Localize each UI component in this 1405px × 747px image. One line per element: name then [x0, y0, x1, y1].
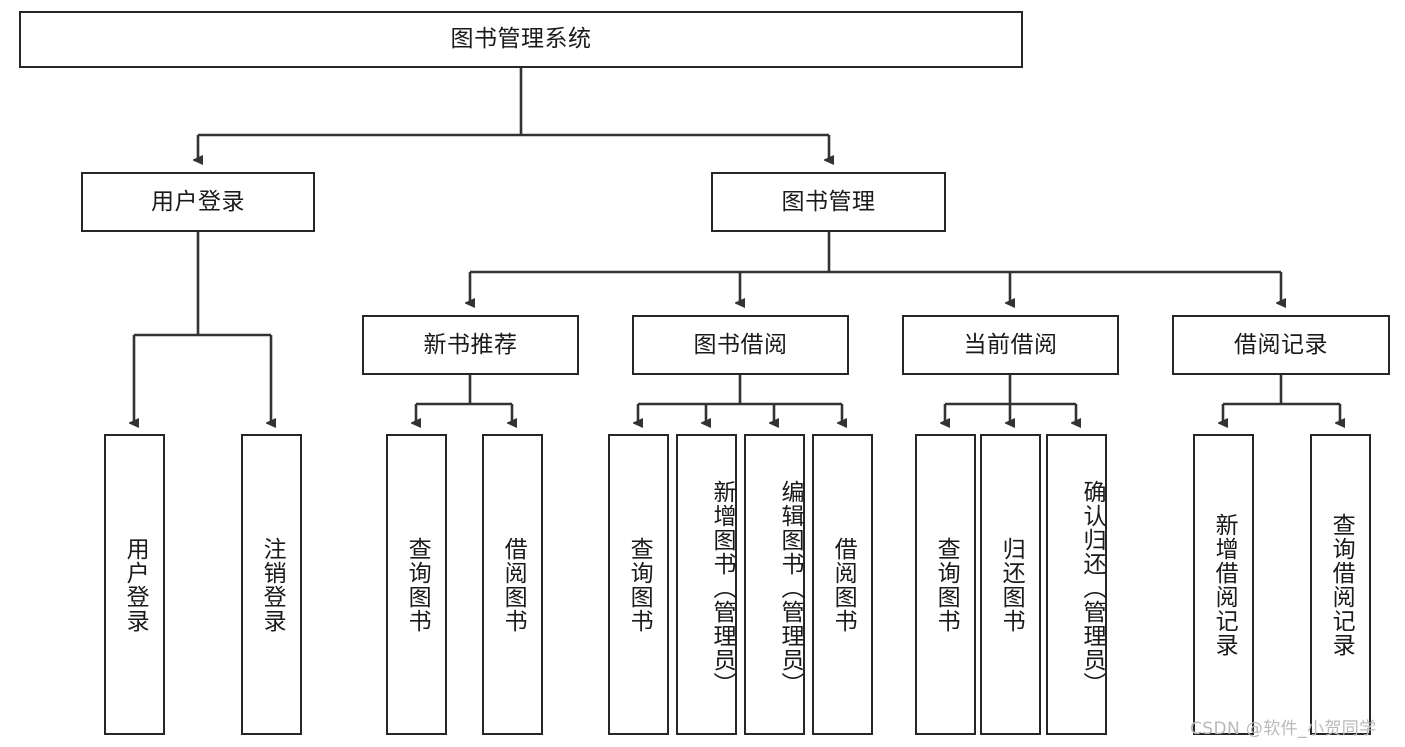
- node-leaf-logout-login-label: 注销登录: [259, 536, 286, 633]
- node-current-borrow[interactable]: 当前借阅: [902, 315, 1119, 375]
- node-book-borrow-label: 图书借阅: [693, 331, 788, 358]
- node-leaf-add-book-label: 新增图书（管理员）: [709, 479, 735, 696]
- node-new-book-recommend[interactable]: 新书推荐: [362, 315, 579, 375]
- node-leaf-query-book-2-label: 查询图书: [626, 536, 653, 633]
- node-leaf-borrow-book-1[interactable]: 借阅图书: [482, 434, 543, 735]
- node-leaf-add-record[interactable]: 新增借阅记录: [1193, 434, 1254, 735]
- node-leaf-borrow-book-2-label: 借阅图书: [830, 536, 857, 633]
- node-leaf-query-book-1-label: 查询图书: [404, 536, 431, 633]
- node-leaf-query-book-2[interactable]: 查询图书: [608, 434, 669, 735]
- node-root-system-label: 图书管理系统: [450, 26, 592, 53]
- node-borrow-record-label: 借阅记录: [1234, 331, 1328, 358]
- node-leaf-add-book[interactable]: 新增图书（管理员）: [676, 434, 737, 735]
- node-leaf-query-book-3[interactable]: 查询图书: [915, 434, 976, 735]
- node-leaf-query-book-3-label: 查询图书: [933, 536, 960, 633]
- node-leaf-borrow-book-2[interactable]: 借阅图书: [812, 434, 873, 735]
- node-book-borrow[interactable]: 图书借阅: [632, 315, 849, 375]
- node-leaf-confirm-return-label: 确认归还（管理员）: [1079, 479, 1105, 696]
- node-current-borrow-label: 当前借阅: [963, 331, 1058, 358]
- node-leaf-confirm-return[interactable]: 确认归还（管理员）: [1046, 434, 1107, 735]
- node-book-manage-label: 图书管理: [781, 188, 876, 215]
- node-user-login[interactable]: 用户登录: [81, 172, 315, 232]
- node-borrow-record[interactable]: 借阅记录: [1172, 315, 1390, 375]
- node-leaf-query-record-label: 查询借阅记录: [1328, 512, 1355, 657]
- node-leaf-edit-book[interactable]: 编辑图书（管理员）: [744, 434, 805, 735]
- node-leaf-edit-book-label: 编辑图书（管理员）: [777, 479, 803, 696]
- node-book-manage[interactable]: 图书管理: [711, 172, 946, 232]
- node-leaf-return-book-label: 归还图书: [998, 536, 1025, 633]
- node-leaf-user-login[interactable]: 用户登录: [104, 434, 165, 735]
- node-root-system[interactable]: 图书管理系统: [19, 11, 1023, 68]
- node-leaf-add-record-label: 新增借阅记录: [1211, 512, 1238, 657]
- node-leaf-logout-login[interactable]: 注销登录: [241, 434, 302, 735]
- node-leaf-query-record[interactable]: 查询借阅记录: [1310, 434, 1371, 735]
- node-user-login-label: 用户登录: [151, 188, 245, 215]
- node-leaf-borrow-book-1-label: 借阅图书: [500, 536, 527, 633]
- node-leaf-return-book[interactable]: 归还图书: [980, 434, 1041, 735]
- node-new-book-recommend-label: 新书推荐: [423, 331, 518, 358]
- node-leaf-user-login-label: 用户登录: [122, 536, 149, 633]
- node-leaf-query-book-1[interactable]: 查询图书: [386, 434, 447, 735]
